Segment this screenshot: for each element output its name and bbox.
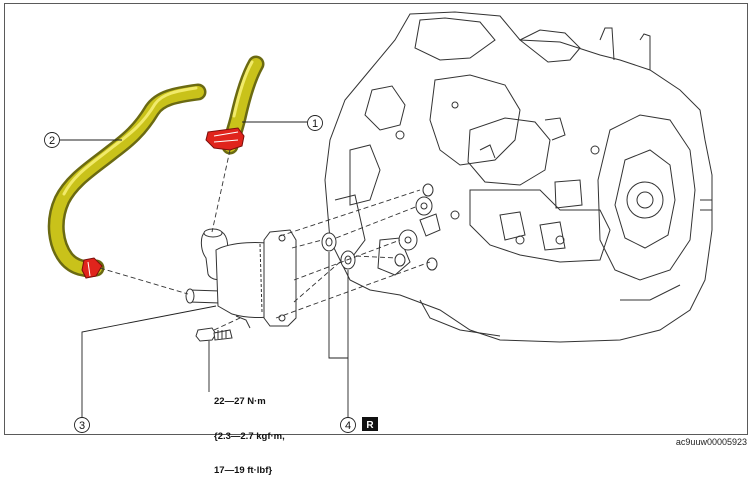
hose-clamp-lower bbox=[81, 257, 103, 279]
callout-1: 1 bbox=[307, 115, 323, 131]
torque-spec-kgfm: {2.3—2.7 kgf·m, bbox=[214, 430, 285, 442]
torque-spec-ftlbf: 17—19 ft·lbf} bbox=[214, 465, 273, 476]
oil-cooler-diagram: 1 2 3 4 R bbox=[44, 11, 713, 433]
gasket-upper bbox=[321, 232, 337, 252]
torque-spec: 22—27 N·m {2.3—2.7 kgf·m, 17—19 ft·lbf} bbox=[214, 373, 285, 488]
callout-2: 2 bbox=[44, 132, 60, 148]
callout-3: 3 bbox=[74, 417, 90, 433]
hose-clamp-upper bbox=[205, 127, 245, 151]
oil-cooler bbox=[185, 228, 297, 329]
torque-spec-nm: 22—27 N·m bbox=[214, 396, 266, 407]
callout-4-label: 4 bbox=[345, 420, 351, 432]
replace-badge-label: R bbox=[366, 420, 374, 431]
image-id: ac9uuw00005923 bbox=[675, 437, 747, 447]
replace-badge: R bbox=[362, 417, 378, 431]
mounting-bolt bbox=[195, 327, 233, 342]
transaxle-housing bbox=[324, 11, 713, 343]
transaxle-fittings bbox=[394, 183, 441, 271]
leader-lines bbox=[60, 121, 349, 418]
assembly-lines bbox=[99, 149, 431, 331]
lower-oil-hose bbox=[47, 83, 207, 278]
callout-1-label: 1 bbox=[312, 118, 318, 130]
callout-2-label: 2 bbox=[49, 135, 55, 147]
callout-4: 4 bbox=[340, 417, 356, 433]
callout-3-label: 3 bbox=[79, 420, 85, 432]
